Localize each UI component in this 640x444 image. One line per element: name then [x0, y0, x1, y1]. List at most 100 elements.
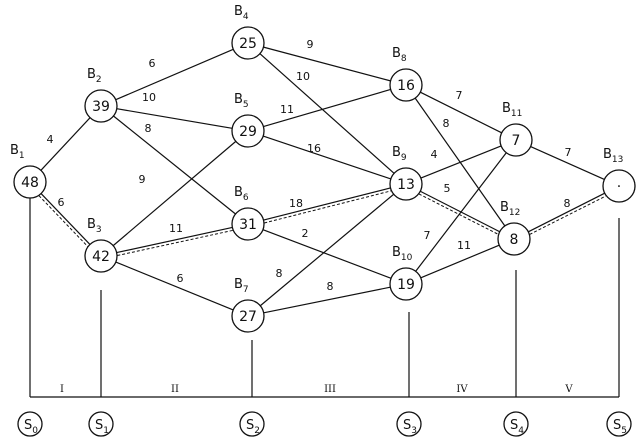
stage-circle [503, 411, 529, 437]
node-letter: B [234, 277, 243, 292]
node-label: B11 [502, 101, 522, 119]
edge-line [528, 192, 605, 233]
node-circle [84, 89, 118, 123]
stage-label: S0 [24, 418, 38, 436]
node-letter: B [234, 4, 243, 19]
edge-line [530, 145, 605, 181]
node-circle [389, 267, 423, 301]
node-subscript: 12 [509, 208, 520, 218]
stage-label: S5 [613, 418, 627, 436]
edge-weight: 7 [424, 229, 431, 242]
node-label: B12 [500, 200, 520, 218]
edge-line [259, 53, 395, 174]
edge-weight: 5 [444, 182, 451, 195]
optimal-path-marker [264, 190, 392, 224]
node-circle [389, 167, 423, 201]
edge-weight: 9 [139, 173, 146, 186]
optimal-path-marker [529, 195, 607, 235]
stage-subscript: 5 [621, 426, 627, 436]
node-subscript: 1 [19, 151, 25, 161]
edge-line [112, 140, 237, 247]
node-label: B5 [234, 92, 249, 110]
edge-line [116, 226, 233, 254]
node-subscript: 8 [401, 54, 407, 64]
edge-line [420, 145, 502, 179]
stage-label: S4 [510, 418, 524, 436]
node-label: B4 [234, 4, 249, 22]
stage-label: S1 [95, 418, 109, 436]
edge-weight: 8 [276, 267, 283, 280]
node-label: B2 [87, 67, 102, 85]
node-value: 29 [239, 124, 257, 140]
node-b13: ·B13 [602, 147, 636, 203]
node-circle [499, 123, 533, 157]
node-value: 25 [239, 36, 257, 52]
edge-weight: 9 [307, 38, 314, 51]
edge-line [262, 229, 392, 279]
node-subscript: 5 [243, 100, 249, 110]
node-letter: B [392, 145, 401, 160]
edge-line [415, 152, 507, 272]
node-b12: 8 B12 [497, 200, 531, 256]
stage-label: S3 [403, 418, 417, 436]
node-circle [231, 207, 265, 241]
stage-letter: S [403, 418, 411, 433]
interval-label: II [171, 384, 179, 395]
edge-line [263, 187, 391, 221]
node-circle [231, 299, 265, 333]
node-subscript: 4 [243, 12, 249, 22]
node-letter: B [502, 101, 511, 116]
edge-line [420, 244, 500, 279]
node-circle [497, 222, 531, 256]
node-circle [231, 114, 265, 148]
node-value: 8 [510, 232, 519, 248]
edge-weight: 7 [456, 89, 463, 102]
edge-weight: 6 [58, 196, 65, 209]
node-subscript: 7 [243, 285, 249, 295]
node-subscript: 9 [401, 153, 407, 163]
node-letter: B [234, 185, 243, 200]
edge-weight: 8 [443, 117, 450, 130]
edge-line [263, 286, 391, 314]
stage-circle [88, 411, 114, 437]
node-subscript: 11 [511, 109, 522, 119]
edge-weight: 4 [431, 148, 438, 161]
node-label: B3 [87, 217, 102, 235]
node-letter: B [87, 67, 96, 82]
node-circle [389, 68, 423, 102]
stage-circle [17, 411, 43, 437]
node-letter: B [392, 46, 401, 61]
node-value: 27 [239, 309, 257, 325]
node-letter: B [234, 92, 243, 107]
stage-letter: S [246, 418, 254, 433]
node-letter: B [87, 217, 96, 232]
node-subscript: 10 [401, 253, 413, 263]
edge-line [115, 261, 234, 311]
edge-line [259, 193, 395, 307]
node-value: 39 [92, 99, 110, 115]
node-circle [84, 239, 118, 273]
interval-label: IV [456, 384, 468, 395]
edge-weight: 11 [457, 239, 471, 252]
node-letter: B [392, 245, 401, 260]
interval-label: I [60, 384, 64, 395]
stage-letter: S [95, 418, 103, 433]
stage-label: S2 [246, 418, 260, 436]
edge-line [263, 88, 391, 128]
node-letter: B [10, 143, 19, 158]
node-b7: 27 B7 [231, 277, 265, 333]
edge-weight: 4 [47, 133, 54, 146]
edge-line [419, 190, 501, 233]
node-value: 31 [239, 217, 257, 233]
stage-letter: S [510, 418, 518, 433]
edge-line [115, 48, 234, 101]
node-label: B8 [392, 46, 407, 64]
